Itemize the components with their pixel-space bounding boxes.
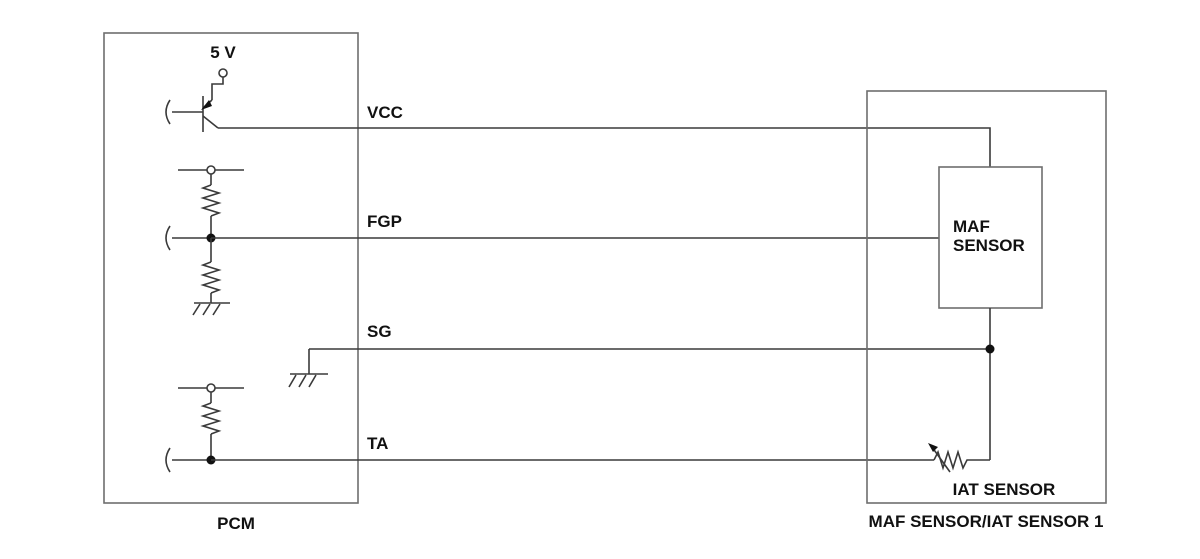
fgp-resistor-network xyxy=(165,165,244,316)
maf-sensor-label-line1: MAF xyxy=(953,217,990,236)
wire-ta: TA xyxy=(211,434,934,461)
sensor-module-label: MAF SENSOR/IAT SENSOR 1 xyxy=(869,512,1104,531)
vcc-transistor: 5 V xyxy=(165,43,236,132)
sg-ground-symbol xyxy=(288,349,328,388)
iat-thermistor xyxy=(933,449,990,471)
pcm-label: PCM xyxy=(217,514,255,533)
ta-pullup-resistor xyxy=(200,402,222,435)
fgp-label: FGP xyxy=(367,212,402,231)
ta-resistor-network xyxy=(165,383,244,473)
sensor-module-box xyxy=(866,90,1107,504)
wire-sg: SG xyxy=(309,322,990,350)
supply-terminal xyxy=(218,68,228,78)
fgp-ground-symbol xyxy=(192,302,230,316)
vcc-label: VCC xyxy=(367,103,403,122)
wire-fgp: FGP xyxy=(211,212,939,239)
iat-sensor: IAT SENSOR xyxy=(928,443,1055,499)
maf-sensor-label-line2: SENSOR xyxy=(953,236,1025,255)
wire-vcc: VCC xyxy=(218,103,991,167)
sg-label: SG xyxy=(367,322,392,341)
fgp-pullup-resistor xyxy=(200,184,222,217)
supply-voltage-label: 5 V xyxy=(210,43,236,62)
sg-junction-dot xyxy=(985,344,995,354)
iat-sensor-label: IAT SENSOR xyxy=(953,480,1056,499)
pcm-box xyxy=(103,32,359,504)
maf-sensor: MAF SENSOR xyxy=(938,166,1043,460)
fgp-pulldown-resistor xyxy=(200,261,222,294)
ta-label: TA xyxy=(367,434,388,453)
